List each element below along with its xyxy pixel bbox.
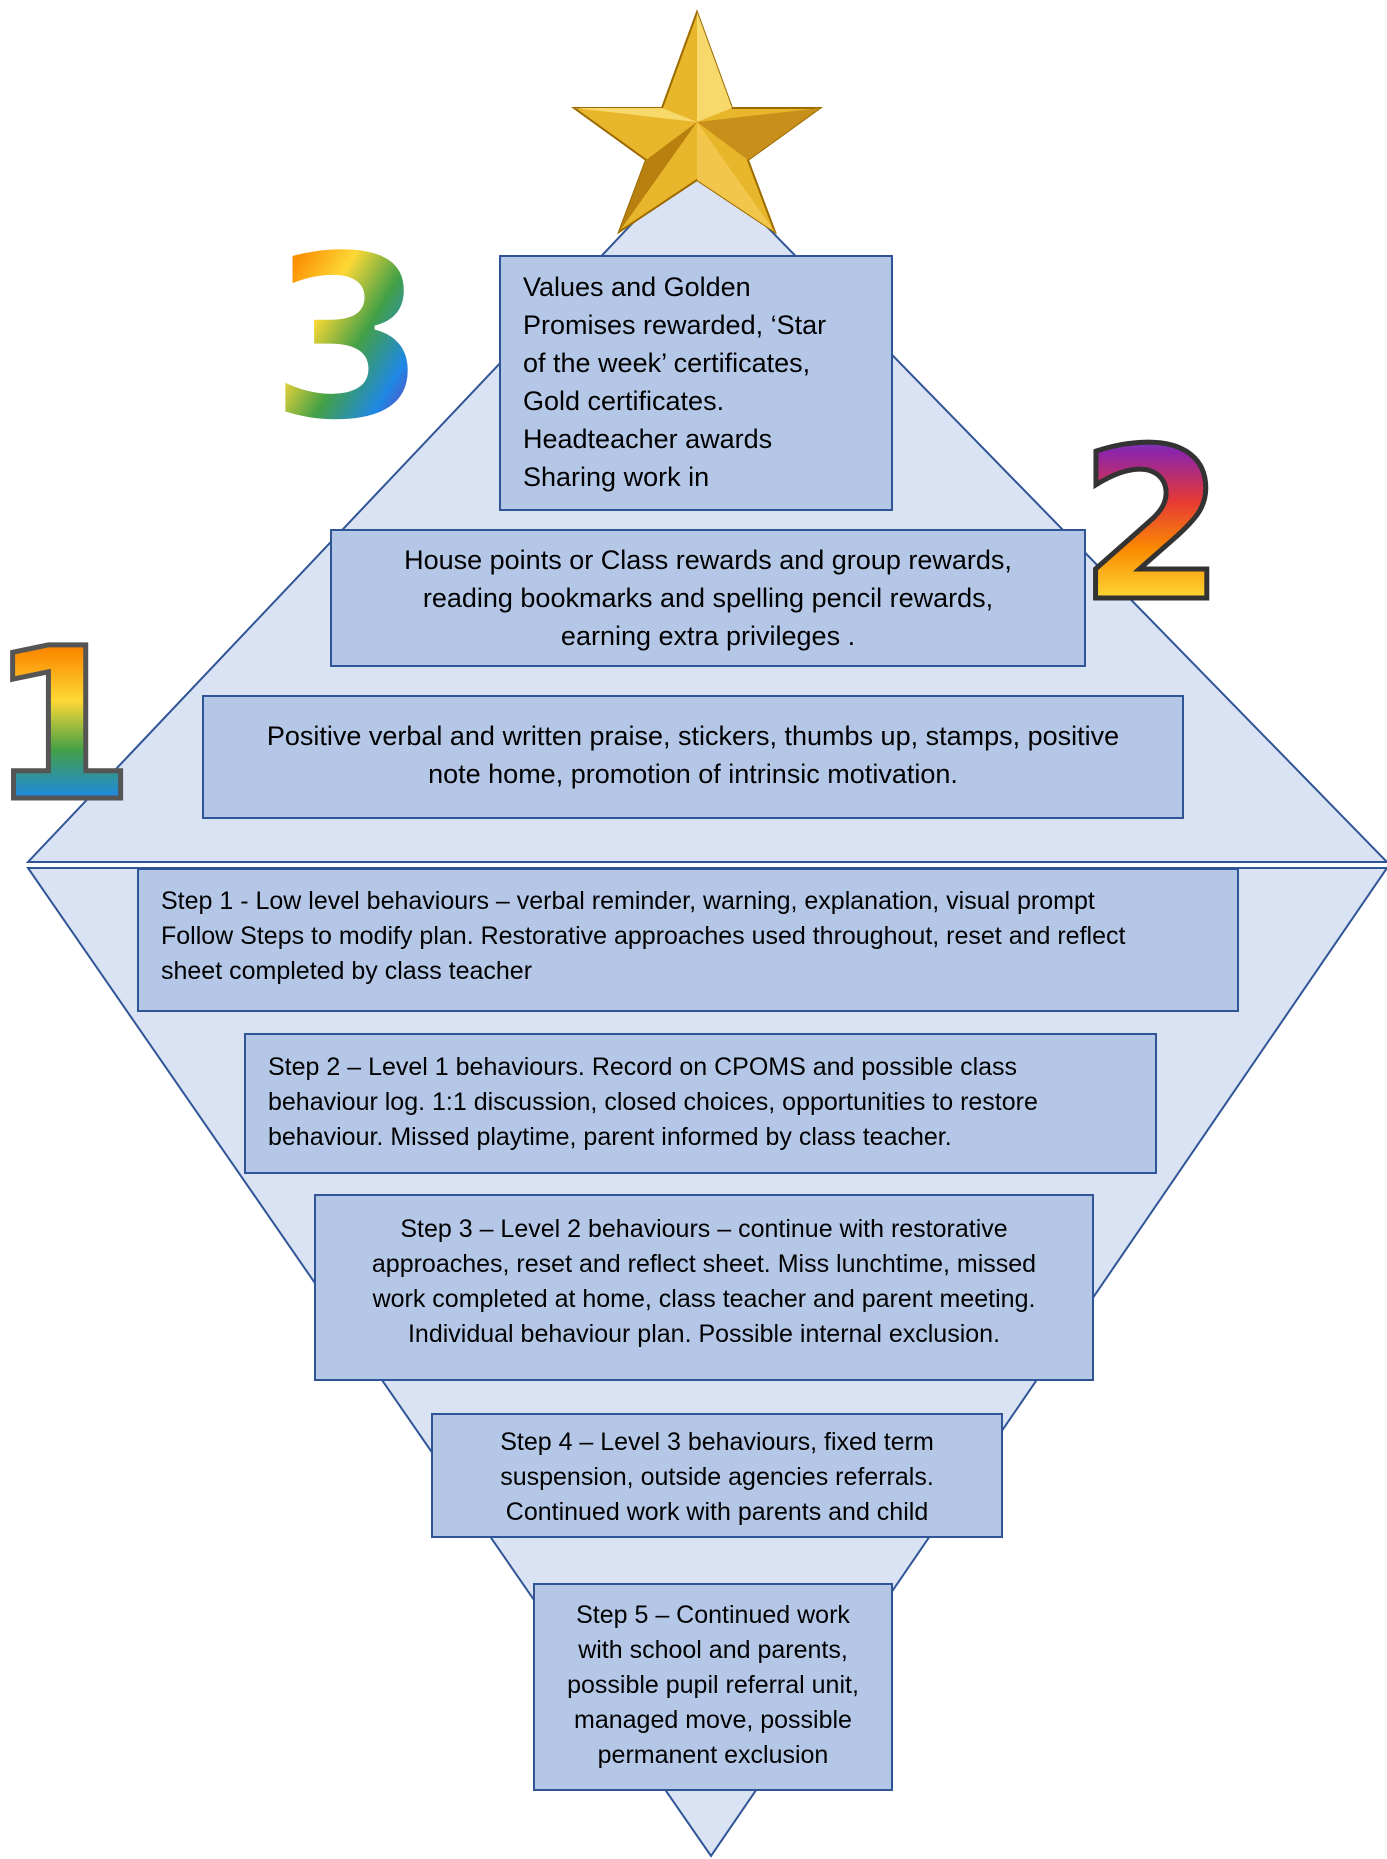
reward-middle-line: earning extra privileges . [560, 621, 856, 651]
step-1-line: sheet completed by class teacher [161, 957, 533, 985]
reward-bottom-line: Positive verbal and written praise, stic… [266, 721, 1120, 751]
step-5-box: Step 5 – Continued work with school and … [533, 1583, 893, 1791]
step-4-line: Continued work with parents and child [505, 1498, 929, 1526]
reward-bottom-line: note home, promotion of intrinsic motiva… [428, 759, 958, 789]
step-1-box: Step 1 - Low level behaviours – verbal r… [137, 868, 1239, 1012]
step-2-line: Step 2 – Level 1 behaviours. Record on C… [268, 1053, 1018, 1081]
step-3-line: Individual behaviour plan. Possible inte… [407, 1320, 1001, 1348]
number-2-icon: 2 [1079, 403, 1225, 648]
step-4-line: Step 4 – Level 3 behaviours, fixed term [500, 1428, 934, 1456]
reward-top-line: Gold certificates. [523, 386, 725, 416]
star-icon [570, 9, 824, 235]
reward-middle-line: House points or Class rewards and group … [404, 545, 1012, 575]
reward-top-line: Values and Golden [523, 272, 751, 302]
step-5-line: with school and parents, [578, 1636, 848, 1664]
step-4-box: Step 4 – Level 3 behaviours, fixed term … [431, 1413, 1003, 1538]
reward-box-middle: House points or Class rewards and group … [330, 529, 1086, 667]
step-2-line: behaviour. Missed playtime, parent infor… [268, 1123, 952, 1151]
step-2-line: behaviour log. 1:1 discussion, closed ch… [268, 1088, 1038, 1116]
step-3-box: Step 3 – Level 2 behaviours – continue w… [314, 1194, 1094, 1381]
step-3-line: approaches, reset and reflect sheet. Mis… [371, 1250, 1037, 1278]
step-1-line: Follow Steps to modify plan. Restorative… [161, 922, 1126, 950]
number-3-icon: 3 [268, 206, 428, 473]
step-4-line: suspension, outside agencies referrals. [500, 1463, 934, 1491]
step-3-line: Step 3 – Level 2 behaviours – continue w… [400, 1215, 1008, 1243]
step-3-line: work completed at home, class teacher an… [372, 1285, 1036, 1313]
step-5-line: possible pupil referral unit, [567, 1671, 859, 1699]
step-5-line: managed move, possible [574, 1706, 852, 1734]
step-1-line: Step 1 - Low level behaviours – verbal r… [161, 887, 1095, 915]
step-5-line: permanent exclusion [597, 1741, 829, 1769]
reward-top-line: of the week’ certificates, [523, 348, 811, 378]
reward-top-line: Promises rewarded, ‘Star [523, 310, 827, 340]
reward-middle-line: reading bookmarks and spelling pencil re… [422, 583, 994, 613]
reward-top-line: Headteacher awards [523, 424, 773, 454]
reward-box-top: Values and Golden Promises rewarded, ‘St… [499, 255, 893, 511]
step-5-line: Step 5 – Continued work [576, 1601, 850, 1629]
reward-box-bottom: Positive verbal and written praise, stic… [202, 695, 1184, 819]
number-1-icon: 1 [0, 603, 135, 848]
reward-top-line: Sharing work in [523, 462, 710, 492]
step-2-box: Step 2 – Level 1 behaviours. Record on C… [244, 1033, 1157, 1174]
